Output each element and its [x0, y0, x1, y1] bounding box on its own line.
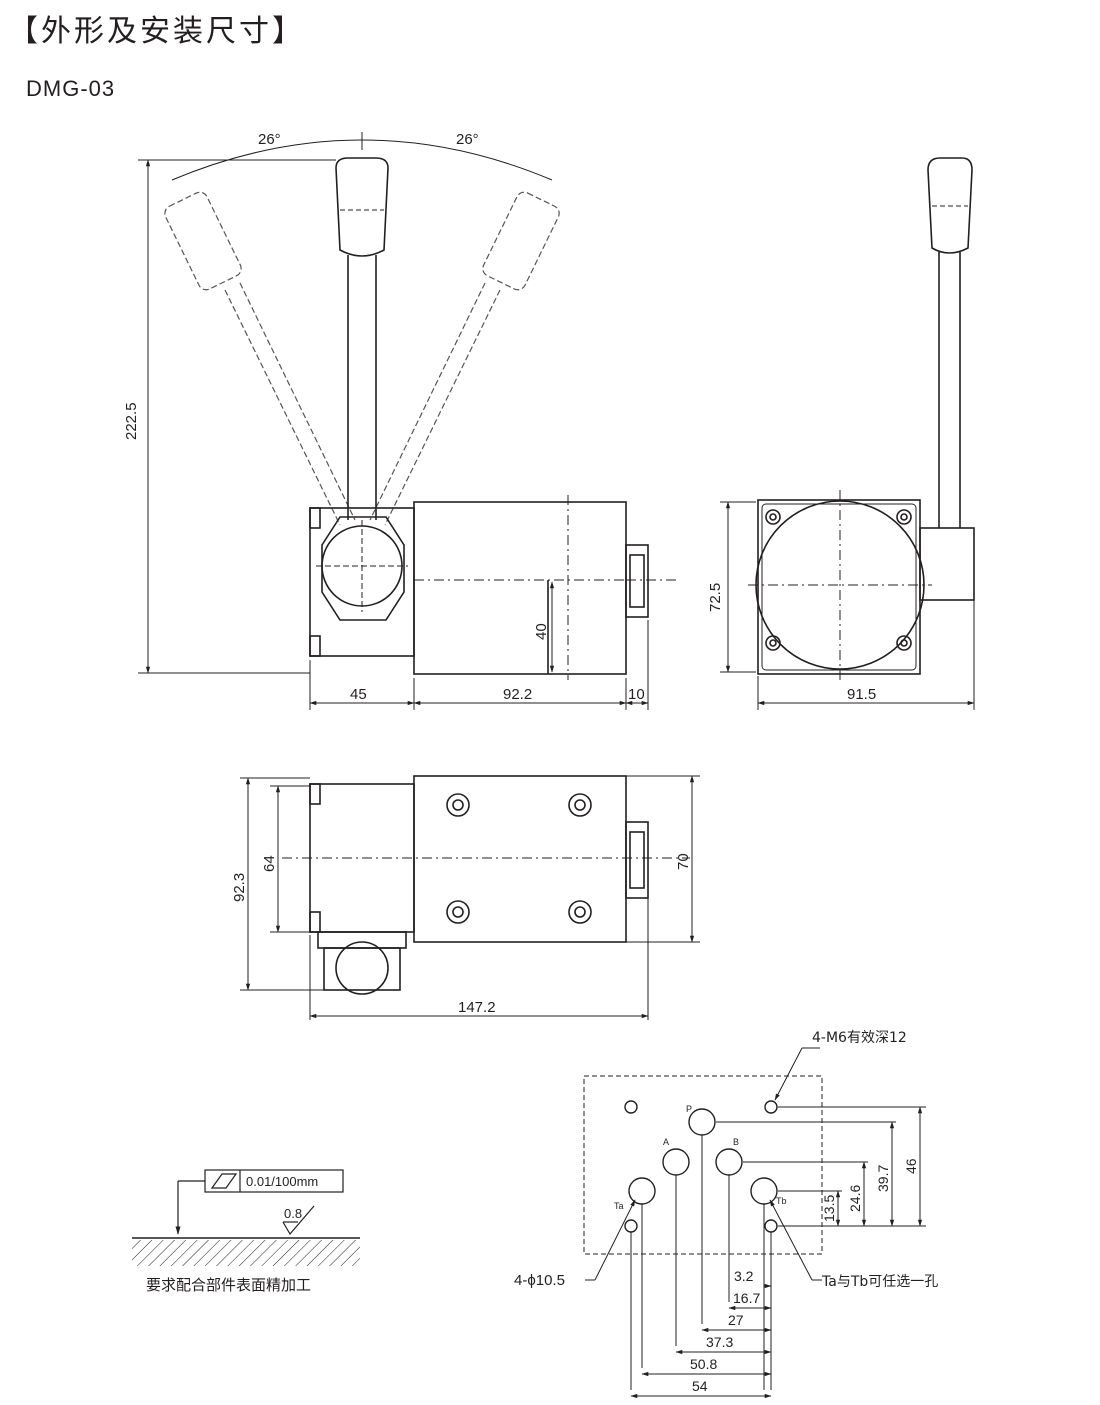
model-number: DMG-03: [26, 76, 116, 101]
dim-37-3-label: 37.3: [706, 1334, 733, 1350]
page-title: 【外形及安装尺寸】: [8, 14, 305, 49]
surface-note: 要求配合部件表面精加工: [146, 1276, 311, 1294]
dim-92-2-label: 92.2: [503, 686, 532, 703]
thread-note: 4-M6有效深12: [812, 1030, 907, 1046]
dim-3-2-label: 3.2: [734, 1268, 754, 1284]
lever-main: [335, 157, 389, 520]
port-label-b: B: [733, 1137, 739, 1147]
angle-left-label: 26°: [258, 131, 281, 148]
dim-24-6-label: 24.6: [847, 1185, 863, 1212]
mounting-pattern: [583, 1075, 823, 1255]
lever-ghost-right: [369, 191, 560, 526]
dim-13-5-label: 13.5: [821, 1195, 837, 1222]
dim-70-label: 70: [675, 853, 692, 870]
dim-64-label: 64: [261, 855, 278, 872]
dim-10-label: 10: [628, 686, 645, 703]
mounting-pattern-dims: [585, 1047, 926, 1399]
dim-92-3-label: 92.3: [231, 873, 248, 902]
dim-27-label: 27: [728, 1312, 744, 1328]
dim-40-label: 40: [533, 623, 550, 640]
surface-spec: [132, 1169, 360, 1266]
angle-right-label: 26°: [456, 131, 479, 148]
flatness-value: 0.01/100mm: [246, 1174, 318, 1189]
port-label-ta: Ta: [614, 1201, 624, 1211]
dim-91-5-label: 91.5: [847, 686, 876, 703]
dim-50-8-label: 50.8: [690, 1356, 717, 1372]
dim-39-7-label: 39.7: [875, 1165, 891, 1192]
dim-54-label: 54: [692, 1378, 708, 1394]
top-view: [282, 775, 690, 995]
side-view: [748, 157, 975, 680]
top-view-dims: [240, 775, 700, 1020]
hole-note: 4-ϕ10.5: [514, 1272, 565, 1289]
front-view-dims: [138, 159, 649, 710]
height-total-label: 222.5: [123, 402, 140, 440]
dim-45-label: 45: [350, 686, 367, 703]
lever-ghost-left: [164, 191, 356, 526]
side-view-dims: [720, 501, 975, 710]
front-view: [164, 132, 680, 680]
dim-147-2-label: 147.2: [458, 999, 496, 1016]
dim-16-7-label: 16.7: [733, 1290, 760, 1306]
port-note: Ta与Tb可任选一孔: [821, 1274, 938, 1290]
port-label-tb: Tb: [776, 1196, 787, 1206]
roughness-value: 0.8: [284, 1206, 302, 1221]
port-label-p: P: [686, 1104, 692, 1114]
dim-72-5-label: 72.5: [707, 583, 724, 612]
port-label-a: A: [663, 1137, 669, 1147]
dim-46-label: 46: [903, 1158, 919, 1174]
